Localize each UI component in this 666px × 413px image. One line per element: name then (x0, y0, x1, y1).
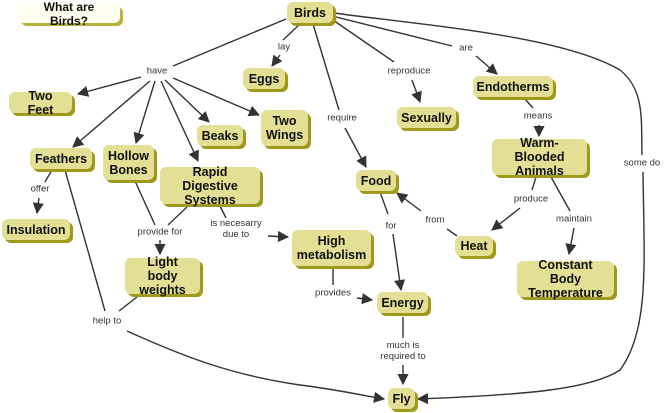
node-birds[interactable]: Birds (287, 2, 333, 23)
node-two-feet[interactable]: Two Feet (9, 89, 72, 117)
node-light-body-text: Light body weights (139, 255, 186, 297)
edge-rapid-provide (167, 206, 188, 226)
node-rapid-digestive[interactable]: Rapid Digestive Systems (160, 164, 260, 207)
edge-endotherms-means (523, 97, 534, 109)
link-label-lay: lay (276, 41, 292, 53)
node-rapid-digestive-text: Rapid Digestive Systems (182, 164, 238, 207)
edge-feathers-help (64, 169, 106, 312)
node-endotherms-text: Endotherms (476, 79, 550, 94)
node-beaks[interactable]: Beaks (197, 125, 243, 146)
edge-produce-heat (491, 207, 521, 231)
edge-light-help (118, 296, 138, 312)
node-heat-text: Heat (460, 239, 488, 253)
edge-lay-eggs (271, 54, 283, 67)
edge-warm-produce (531, 176, 537, 191)
link-label-are: are (458, 42, 474, 54)
link-label-offer: offer (29, 183, 51, 195)
node-eggs[interactable]: Eggs (243, 68, 285, 89)
node-feathers-text: Feathers (34, 151, 88, 166)
link-label-have: have (145, 65, 169, 77)
edge-for-energy (392, 233, 406, 292)
link-label-help-to: help to (91, 315, 123, 327)
node-food[interactable]: Food (356, 170, 396, 191)
link-label-much-required: much is required to (377, 340, 429, 362)
node-light-body[interactable]: Light body weights (125, 255, 200, 297)
edge-birds-some-do (333, 12, 643, 156)
node-high-metabolism[interactable]: High metabolism (292, 230, 371, 266)
node-energy-text: Energy (381, 295, 424, 310)
link-label-is-necessary: is necesarry due to (204, 218, 268, 240)
node-food-text: Food (360, 173, 392, 188)
node-sexually-text: Sexually (401, 110, 452, 125)
node-heat[interactable]: Heat (455, 236, 493, 256)
edge-maintain-constant (565, 227, 577, 256)
node-two-wings-text: Two Wings (265, 114, 304, 142)
node-constant-temp-text: Constant Body Temperature (528, 258, 603, 300)
node-hollow-bones[interactable]: Hollow Bones (103, 145, 154, 180)
edge-heat-from (446, 228, 458, 237)
edge-from-food (396, 192, 422, 212)
edge-birds-lay (282, 23, 301, 41)
node-hollow-bones-text: Hollow Bones (108, 148, 149, 177)
edge-birds-reproduce (329, 17, 395, 63)
node-birds-text: Birds (294, 5, 326, 20)
node-feathers[interactable]: Feathers (30, 148, 92, 169)
link-label-reproduce: reproduce (386, 65, 432, 77)
edge-require-food (344, 127, 367, 168)
node-fly[interactable]: Fly (388, 388, 415, 409)
edge-have-beaks (164, 79, 210, 123)
edge-birds-have (172, 18, 287, 67)
edge-have-hollow-bones (133, 80, 156, 145)
link-label-means: means (522, 110, 554, 122)
edge-provides-energy (356, 293, 374, 305)
link-label-require: require (326, 112, 358, 124)
node-energy[interactable]: Energy (377, 292, 428, 313)
edge-birds-require (312, 23, 340, 111)
link-label-some-do: some do (622, 157, 662, 169)
edge-necessary-metabolism (266, 230, 290, 243)
node-two-wings[interactable]: Two Wings (261, 110, 308, 146)
node-warm-blooded[interactable]: Warm-Blooded Animals (492, 136, 587, 178)
link-label-from: from (424, 214, 446, 226)
edge-have-two-wings (172, 77, 261, 117)
node-beaks-text: Beaks (201, 128, 239, 143)
link-label-produce: produce (512, 193, 550, 205)
link-label-provide-for: provide for (136, 226, 184, 238)
edge-offer-insulation (32, 197, 44, 215)
edge-are-endotherms (475, 55, 498, 75)
edge-some-do-fly (416, 171, 645, 405)
link-label-for: for (384, 220, 398, 232)
node-two-feet-text: Two Feet (27, 88, 54, 117)
link-label-provides: provides (314, 287, 352, 299)
edge-help-fly (126, 330, 386, 403)
edge-food-for (379, 191, 389, 215)
node-warm-blooded-text: Warm-Blooded Animals (514, 136, 565, 178)
map-title: What are Birds? (18, 0, 120, 28)
edge-have-rapid (160, 80, 199, 163)
edge-have-two-feet (76, 76, 142, 97)
node-sexually[interactable]: Sexually (397, 107, 456, 128)
node-constant-temp[interactable]: Constant Body Temperature (517, 258, 614, 300)
node-insulation[interactable]: Insulation (2, 219, 70, 240)
node-high-metabolism-text: High metabolism (296, 234, 367, 262)
edge-have-feathers (72, 80, 151, 148)
map-title-text: What are Birds? (43, 0, 95, 28)
edge-birds-are (331, 15, 453, 47)
edge-warm-maintain (550, 176, 571, 212)
edge-feathers-offer (44, 169, 53, 183)
node-insulation-text: Insulation (6, 222, 66, 237)
node-fly-text: Fly (392, 391, 411, 406)
edge-hollow-provide (134, 180, 156, 226)
edge-rapid-necessary (219, 205, 227, 219)
node-eggs-text: Eggs (248, 71, 280, 86)
edge-reproduce-sexually (411, 79, 422, 104)
link-label-maintain: maintain (555, 213, 593, 225)
node-endotherms[interactable]: Endotherms (473, 76, 553, 97)
